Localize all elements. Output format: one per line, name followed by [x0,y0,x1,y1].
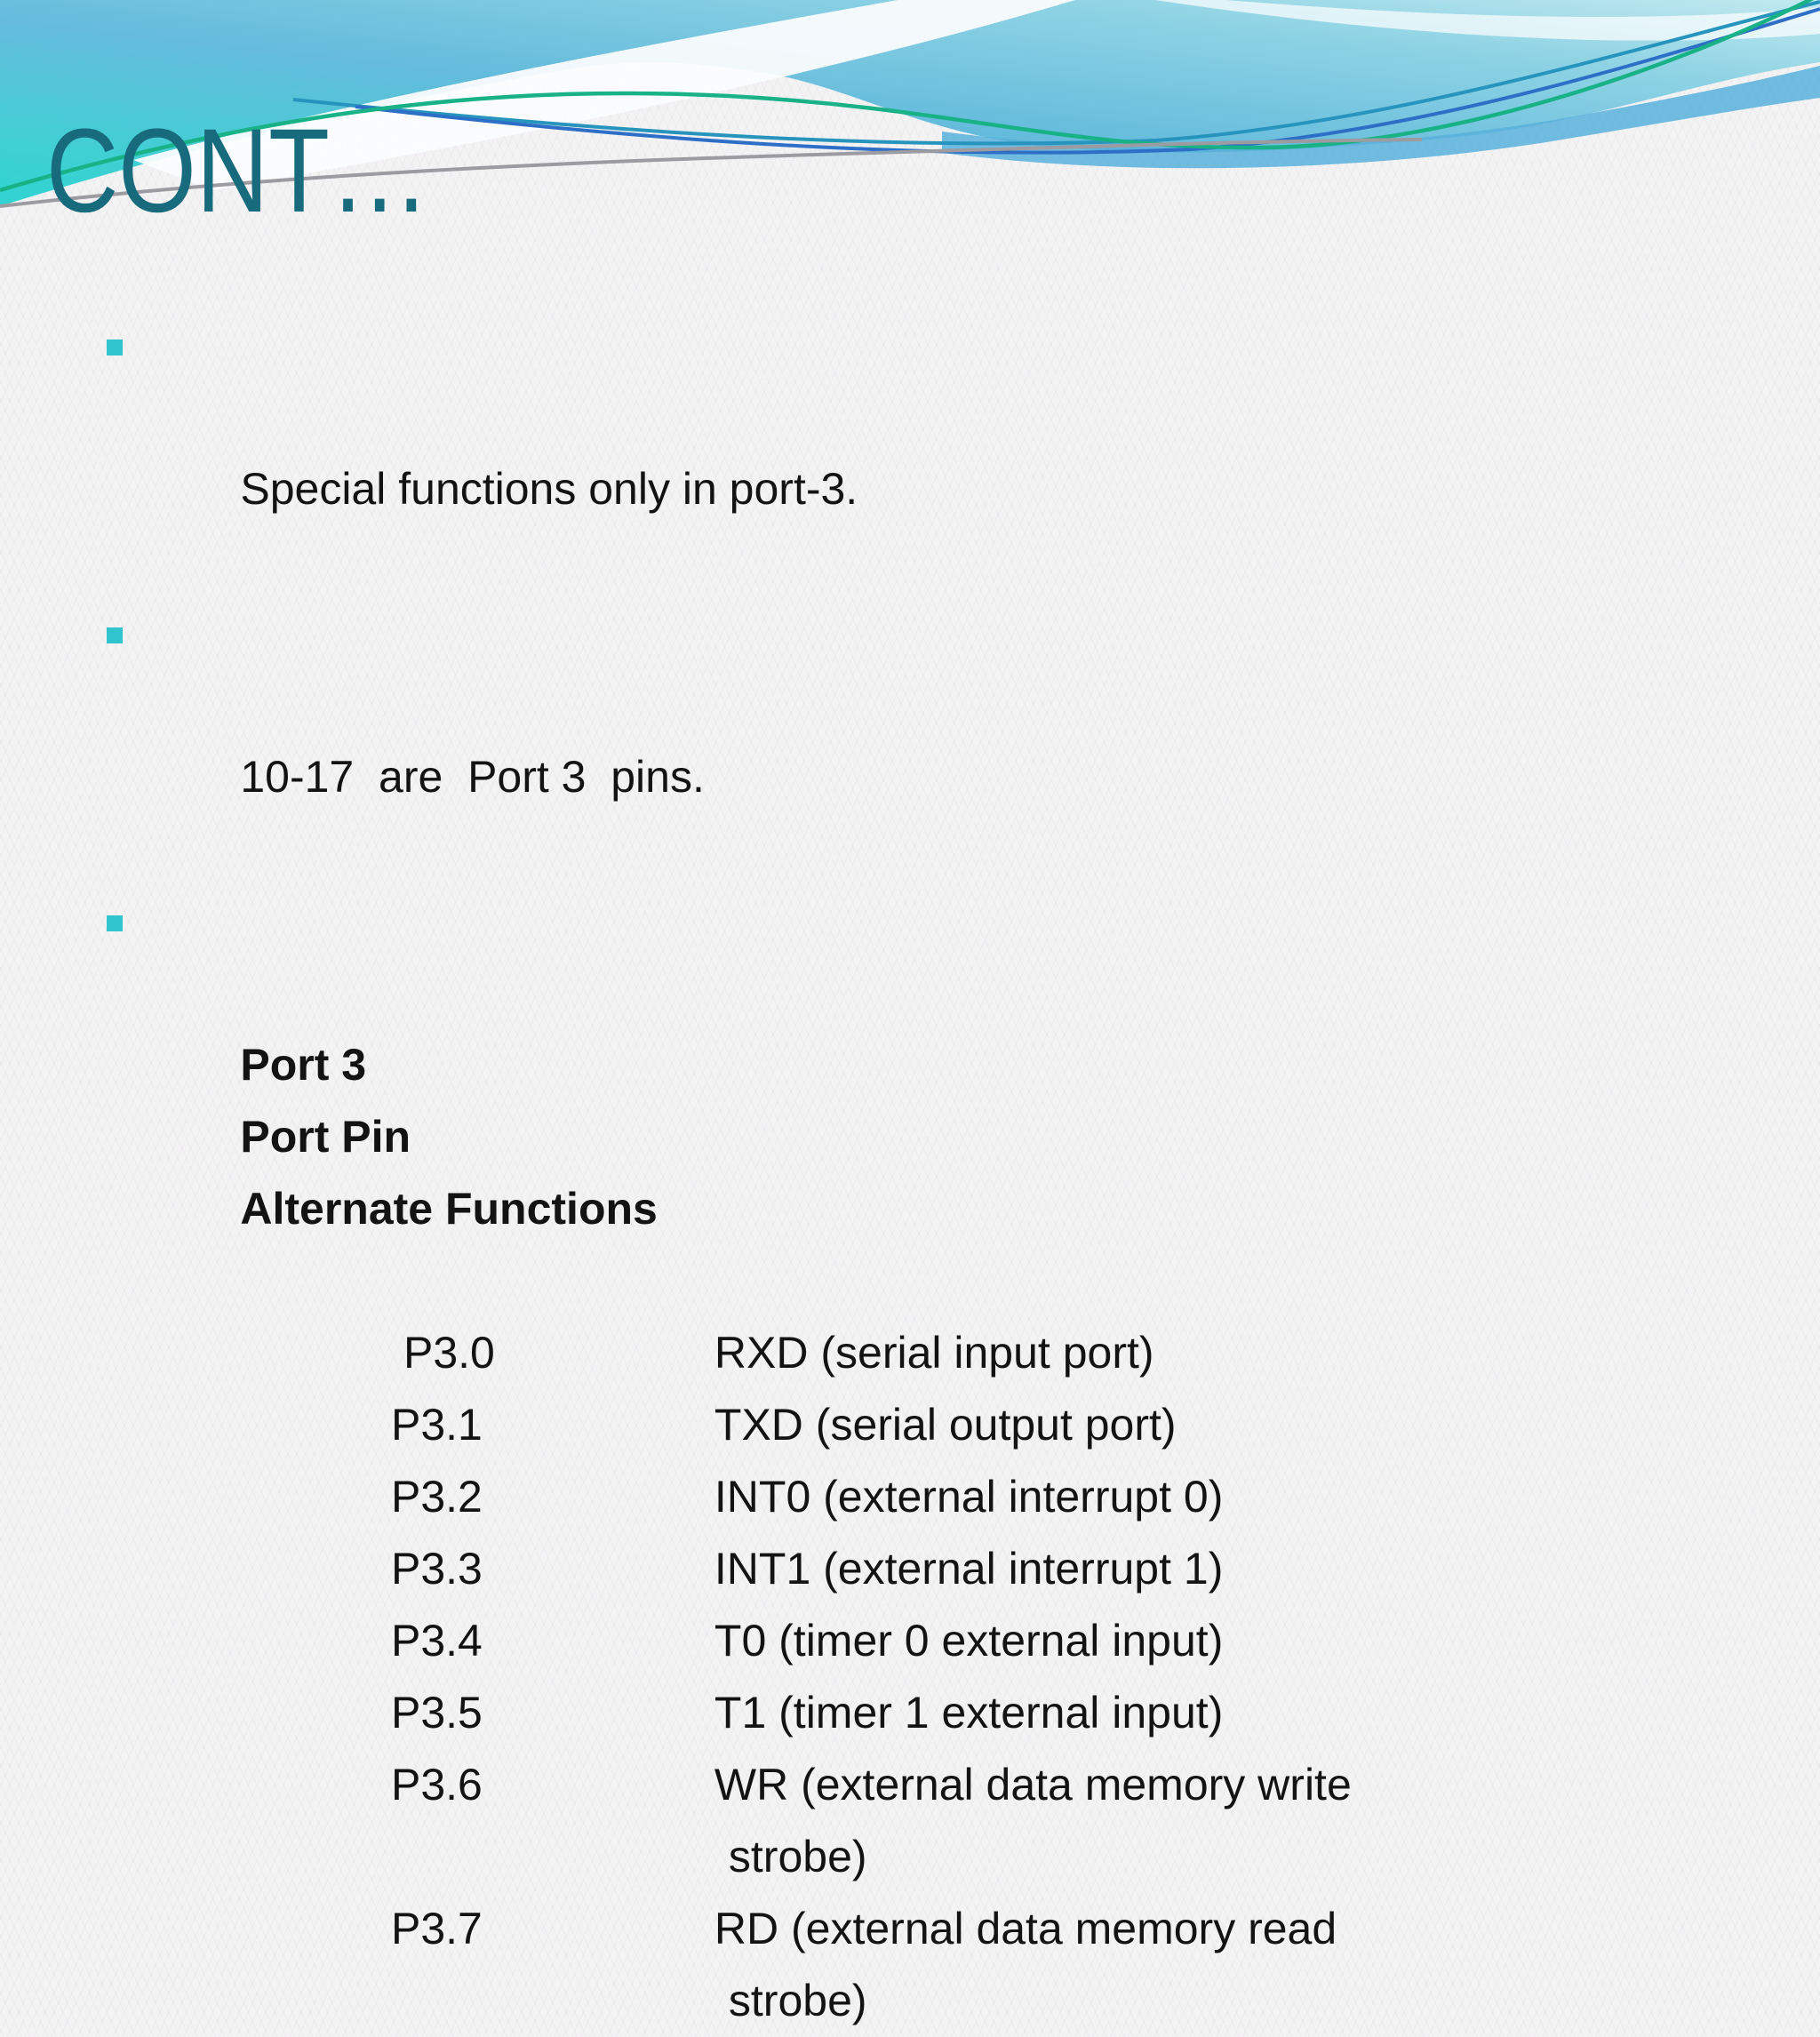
pin-function: RD (external data memory read strobe) [714,1893,1337,2037]
green-curve-line [0,0,1815,193]
pin-row: P3.1 TXD (serial output port) [107,1389,1760,1461]
bullet-square-icon [107,915,123,931]
pin-label: P3.2 [391,1472,483,1522]
pin-function: INT0 (external interrupt 0) [714,1472,1224,1522]
header-port-pin: Port Pin [240,1112,411,1162]
pin-function: T1 (timer 1 external input) [714,1688,1224,1737]
pin-function: TXD (serial output port) [714,1400,1177,1450]
royal-blue-curve-line [355,7,1820,155]
header-alternate-functions: Alternate Functions [240,1184,658,1234]
pin-function: T0 (timer 0 external input) [714,1616,1224,1666]
pin-label: P3.5 [391,1688,483,1737]
pin-label: P3.4 [391,1616,483,1666]
header-wave-graphic [0,0,1820,208]
pin-row: P3.0 RXD (serial input port) [107,1317,1760,1389]
pin-function-continuation: strobe) [728,1976,867,2025]
pin-label: P3.0 [403,1328,495,1378]
pin-function: RXD (serial input port) [714,1328,1154,1378]
header-port3: Port 3 [240,1040,367,1090]
bullet-text: 10-17 are Port 3 pins. [240,752,705,802]
pin-row: P3.6 WR (external data memory write stro… [107,1749,1760,1893]
blue-swoosh-band [942,66,1820,169]
pin-label: P3.6 [391,1760,483,1809]
slide-body: Special functions only in port-3. 10-17 … [107,309,1760,2037]
pin-row: P3.5 T1 (timer 1 external input) [107,1677,1760,1749]
white-swoosh-2 [1155,0,1820,41]
pin-row: P3.2 INT0 (external interrupt 0) [107,1461,1760,1533]
slide-title: CONT… [46,105,430,237]
bullet-text: Special functions only in port-3. [240,464,858,514]
pin-row: P3.4 T0 (timer 0 external input) [107,1605,1760,1677]
bullet-item: Special functions only in port-3. [107,309,1760,597]
pin-table: P3.0 RXD (serial input port) P3.1 TXD (s… [107,1317,1760,2037]
pin-label: P3.7 [391,1904,483,1953]
pin-function-continuation: strobe) [728,1832,867,1881]
pin-label: P3.3 [391,1544,483,1594]
gray-curve-line [0,138,1423,208]
bullet-square-icon [107,627,123,643]
pin-label: P3.1 [391,1400,483,1450]
bullet-item: 10-17 are Port 3 pins. [107,597,1760,885]
pin-function: WR (external data memory write strobe) [714,1749,1352,1893]
sky-shape [0,0,1820,206]
bullet-square-icon [107,340,123,355]
pin-table-header: Port 3 Port Pin Alternate Functions [107,885,1760,1317]
pin-function: INT1 (external interrupt 1) [714,1544,1224,1594]
pin-row: P3.7 RD (external data memory read strob… [107,1893,1760,2037]
pin-row: P3.3 INT1 (external interrupt 1) [107,1533,1760,1605]
